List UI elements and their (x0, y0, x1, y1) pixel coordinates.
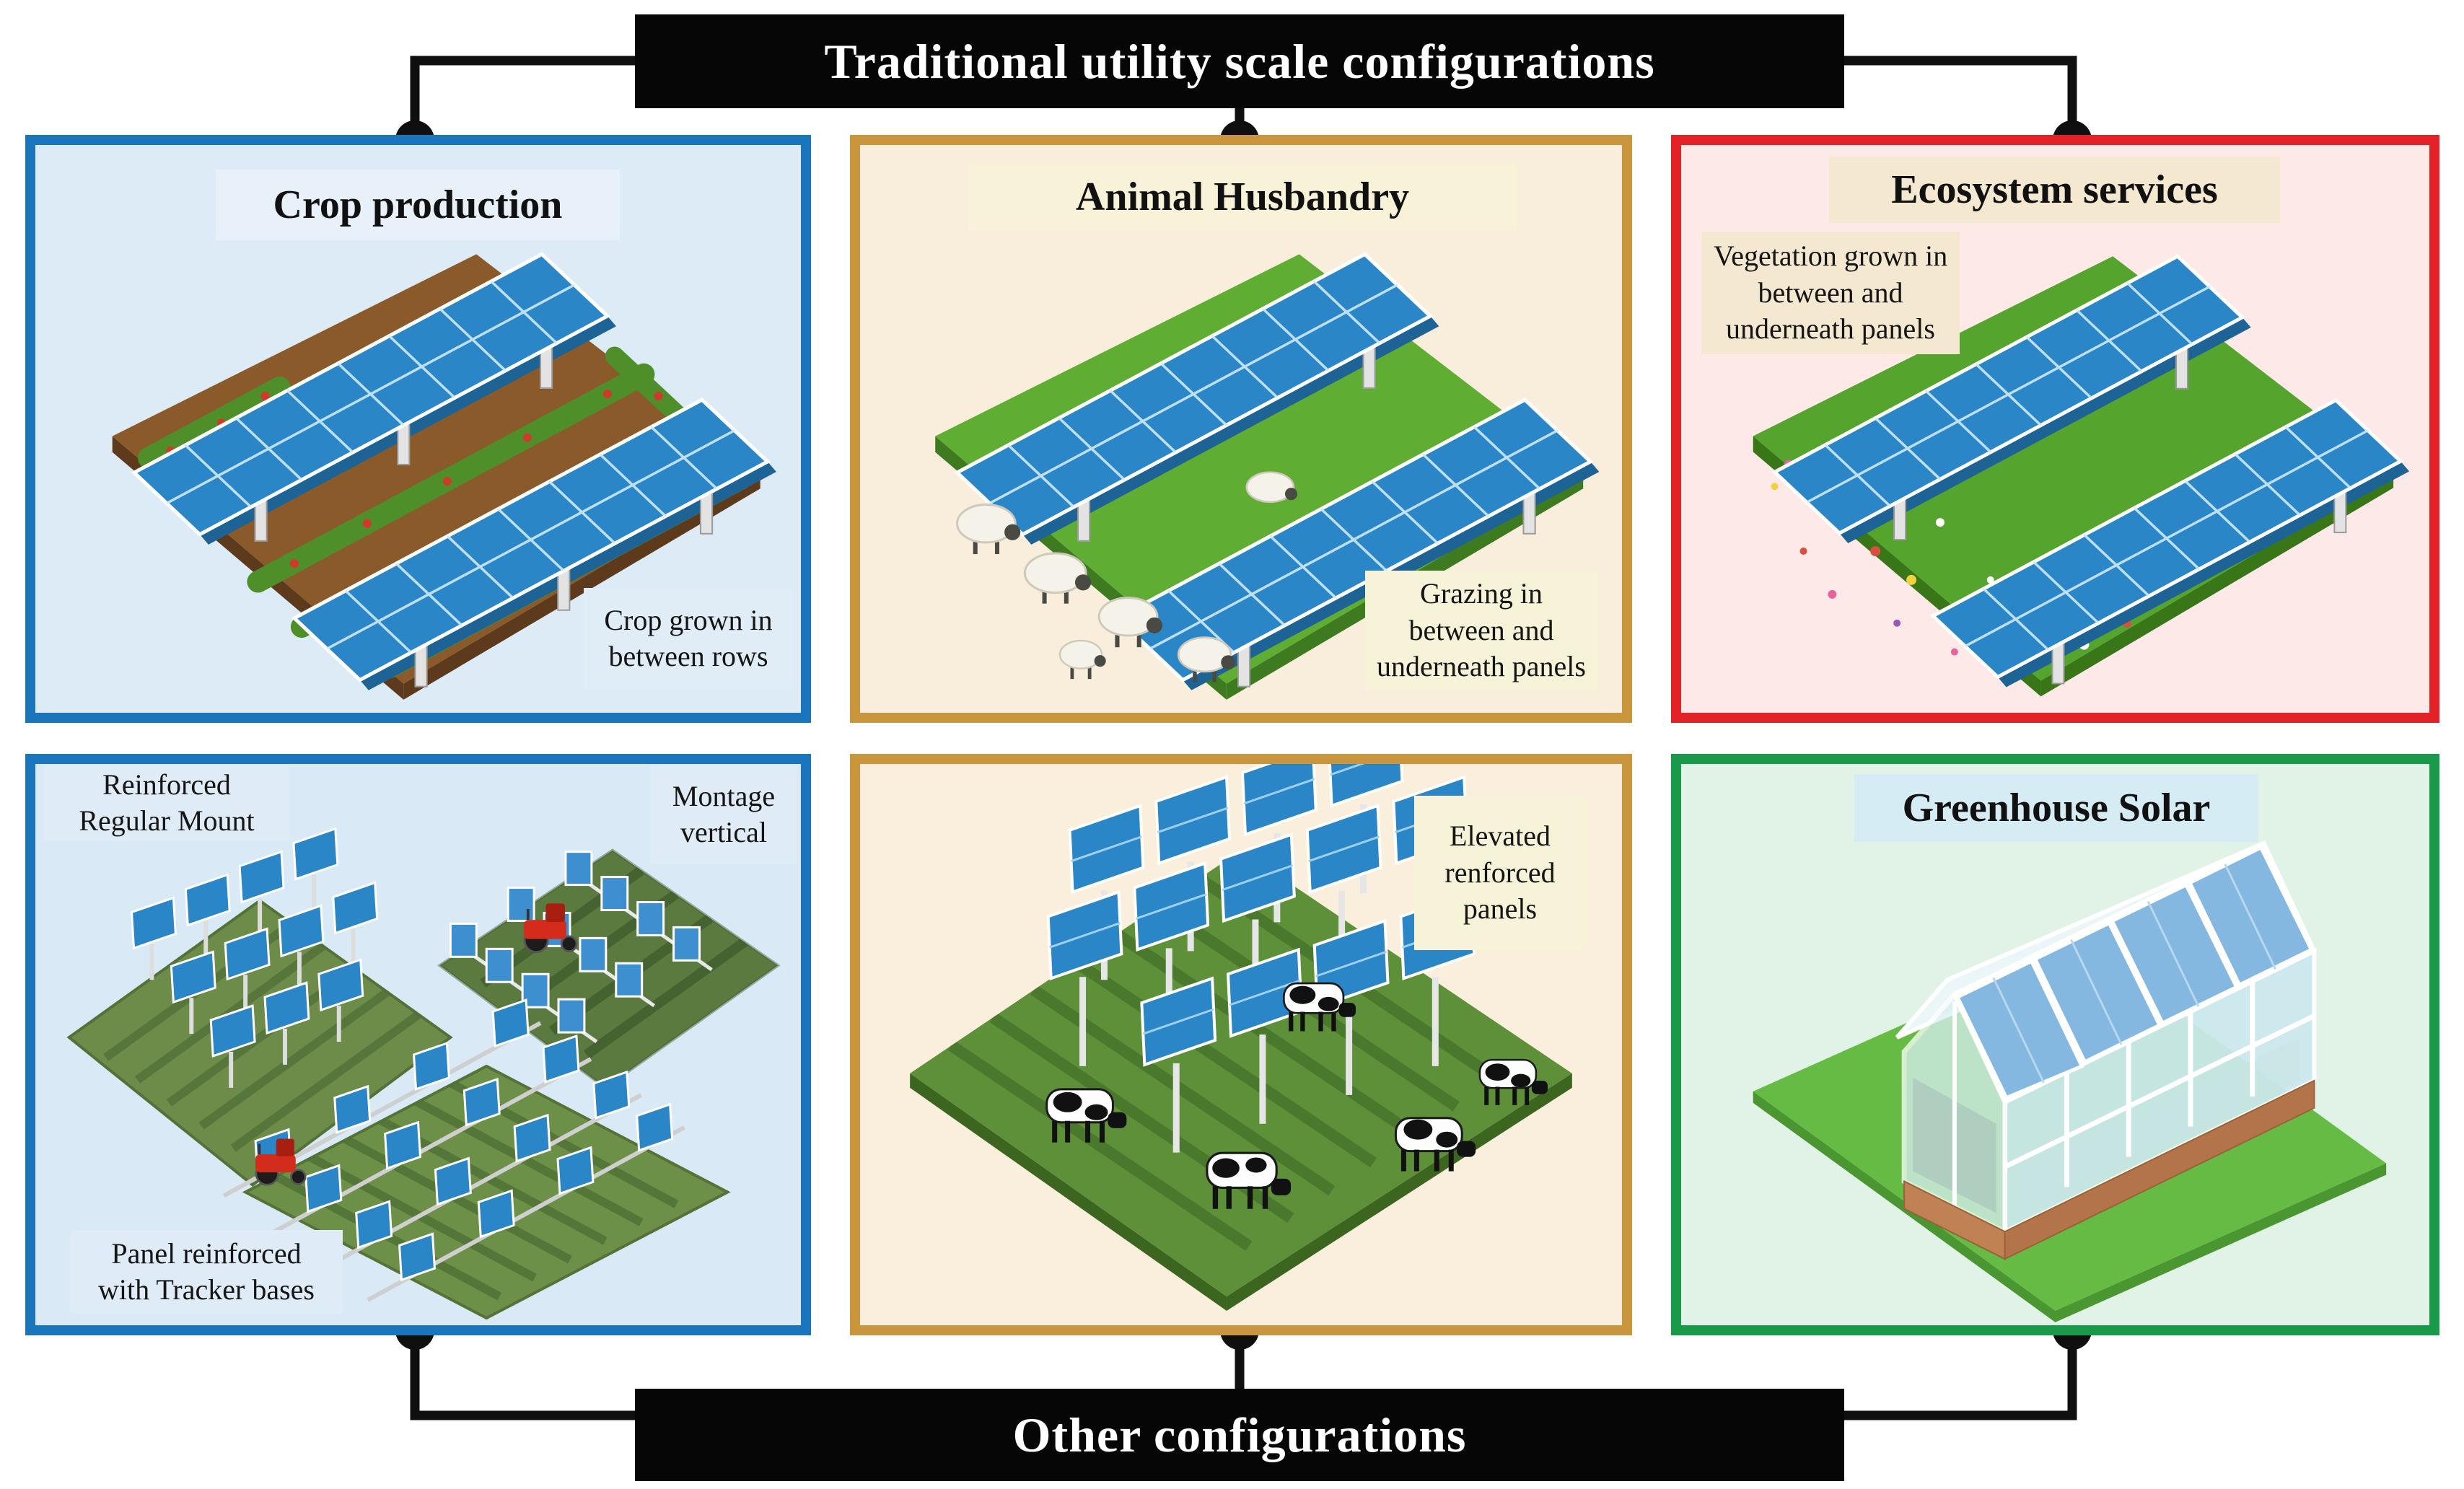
small-tilted-panels (130, 827, 379, 1088)
sheep-flock (955, 471, 1298, 682)
sheep (955, 503, 1021, 555)
card-greenhouse-solar: Greenhouse Solar (1671, 754, 2439, 1335)
mini-scene-tracker-bases (222, 998, 731, 1320)
caption-vegetation: Vegetation grown in between and undernea… (1701, 232, 1960, 354)
card-title-crop-production: Crop production (216, 170, 620, 240)
sheep (1177, 636, 1236, 682)
label-reinforced-regular-mount: Reinforced Regular Mount (44, 765, 289, 840)
mini-scene-montage-vertical (437, 848, 781, 1090)
bottom-banner-label: Other configurations (1012, 1407, 1467, 1462)
fence (564, 851, 713, 972)
cow (1394, 1117, 1476, 1172)
panel-row-front (1929, 397, 2410, 688)
panel-row-back (1771, 254, 2251, 544)
panel-row-back (131, 252, 616, 545)
vertical-panel-fences (449, 851, 713, 1044)
cow-herd (1045, 982, 1548, 1209)
connector-top-left (410, 56, 637, 133)
scene-animal-husbandry-illustration (935, 252, 1600, 700)
top-banner-label: Traditional utility scale configurations (824, 33, 1655, 89)
cow (1283, 982, 1356, 1032)
bottom-banner: Other configurations (635, 1389, 1844, 1481)
panel-row-front (291, 397, 776, 690)
scene-ecosystem-services-illustration (1753, 254, 2410, 697)
tracker-panels (254, 998, 674, 1282)
card-animal-husbandry: Animal Husbandry Grazing in between and … (850, 135, 1632, 723)
caption-grazing: Grazing in between and underneath panels (1365, 571, 1597, 690)
caption-elevated-renforced-panels: Elevated renforced panels (1414, 796, 1586, 950)
fence (507, 887, 656, 1008)
label-montage-vertical: Montage vertical (650, 765, 797, 864)
roof-panel-gridlines (1992, 864, 2276, 1084)
connector-top-right (1844, 56, 2077, 133)
card-title-animal-husbandry: Animal Husbandry (968, 164, 1517, 230)
cow (1478, 1058, 1548, 1105)
scene-mounting-variants-illustration (66, 827, 781, 1320)
red-tractor (255, 1138, 307, 1186)
mini-scene-regular-mount (66, 827, 453, 1187)
cow (1206, 1151, 1292, 1209)
card-mounting-variants: Reinforced Regular Mount Montage vertica… (25, 754, 811, 1335)
greenhouse (1895, 840, 2318, 1260)
connector-bottom-right (1844, 1333, 2077, 1420)
side-wall-mullions (2004, 967, 2315, 1187)
card-ecosystem-services: Ecosystem services Vegetation grown in b… (1671, 135, 2439, 723)
label-panel-reinforced-tracker-bases: Panel reinforced with Tracker bases (70, 1230, 343, 1314)
scene-greenhouse-solar-illustration (1753, 840, 2387, 1322)
fence (449, 922, 598, 1044)
card-title-ecosystem-services: Ecosystem services (1829, 157, 2280, 223)
connector-bottom-left (410, 1333, 637, 1420)
lamb (1058, 639, 1106, 680)
sheep (1245, 471, 1298, 504)
card-crop-production: Crop production Crop grown in between ro… (25, 135, 811, 723)
red-tractor (523, 903, 578, 954)
connector-paths (410, 56, 2077, 1420)
timber-base-side (2004, 1079, 2315, 1260)
card-title-greenhouse-solar: Greenhouse Solar (1854, 774, 2258, 842)
sheep (1097, 597, 1163, 648)
scene-elevated-panels-illustration (910, 764, 1572, 1312)
top-banner: Traditional utility scale configurations (635, 14, 1844, 108)
caption-crop-grown-in-between-rows: Crop grown in between rows (584, 588, 793, 689)
scene-crop-production-illustration (112, 252, 776, 700)
card-elevated-panels: Elevated renforced panels (850, 754, 1632, 1335)
sheep (1023, 552, 1092, 604)
cow (1045, 1088, 1127, 1143)
